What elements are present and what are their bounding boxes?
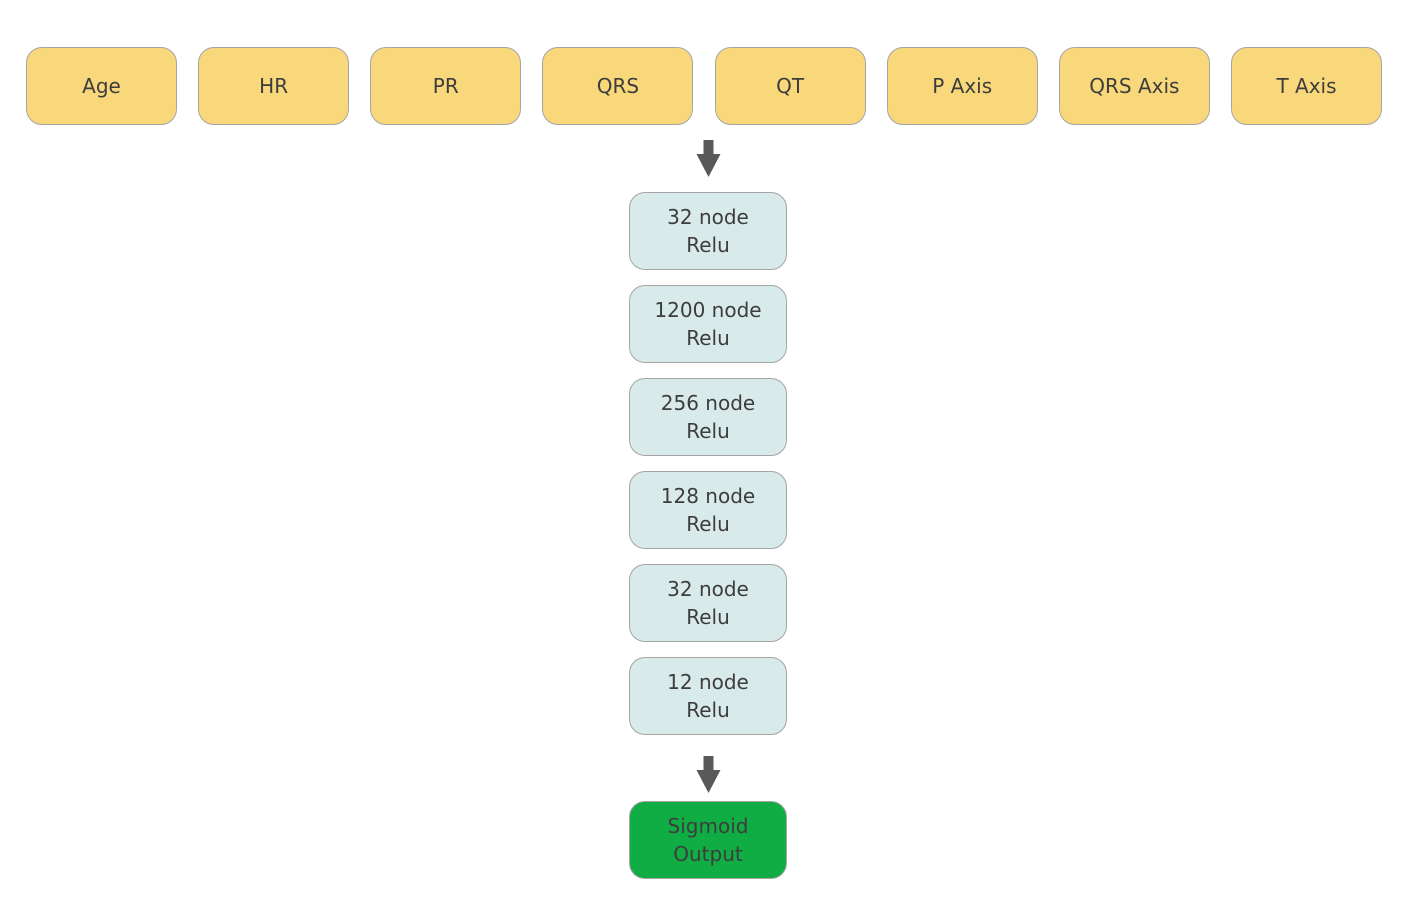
hidden-layer-activation-label: Relu: [686, 698, 730, 722]
input-node-p-axis: P Axis: [886, 47, 1038, 125]
hidden-layer-node-5: 32 node Relu: [629, 564, 787, 642]
output-activation-label: Sigmoid: [667, 813, 749, 838]
hidden-layer-activation-label: Relu: [686, 512, 730, 536]
down-arrow-icon: [696, 756, 720, 793]
hidden-layer-activation-label: Relu: [686, 326, 730, 350]
input-node-qrs: QRS: [542, 47, 694, 125]
hidden-layer-node-3: 256 node Relu: [629, 378, 787, 456]
input-node-pr: PR: [370, 47, 522, 125]
output-node: Sigmoid Output: [629, 801, 787, 879]
down-arrow-icon: [696, 140, 720, 177]
hidden-layer-node-6: 12 node Relu: [629, 657, 787, 735]
input-node-hr: HR: [198, 47, 350, 125]
input-node-qt: QT: [714, 47, 866, 125]
hidden-layer-size-label: 256 node: [660, 390, 756, 415]
input-row: Age HR PR QRS QT P Axis QRS Axis T Axis: [26, 47, 1382, 125]
hidden-layer-activation-label: Relu: [686, 605, 730, 629]
hidden-layer-size-label: 32 node: [667, 204, 749, 229]
hidden-layer-node-4: 128 node Relu: [629, 471, 787, 549]
input-node-age: Age: [26, 47, 177, 125]
hidden-layer-size-label: 128 node: [660, 483, 756, 508]
hidden-layer-node-2: 1200 node Relu: [629, 285, 787, 363]
hidden-layer-size-label: 1200 node: [654, 297, 762, 322]
hidden-layer-size-label: 32 node: [667, 576, 749, 601]
hidden-layer-activation-label: Relu: [686, 233, 730, 257]
hidden-layer-activation-label: Relu: [686, 419, 730, 443]
hidden-layer-node-1: 32 node Relu: [629, 192, 787, 270]
output-label: Output: [673, 842, 743, 866]
input-node-qrs-axis: QRS Axis: [1058, 47, 1210, 125]
input-node-t-axis: T Axis: [1230, 47, 1382, 125]
hidden-layer-size-label: 12 node: [667, 669, 749, 694]
flow-column: 32 node Relu 1200 node Relu 256 node Rel…: [0, 140, 1416, 879]
